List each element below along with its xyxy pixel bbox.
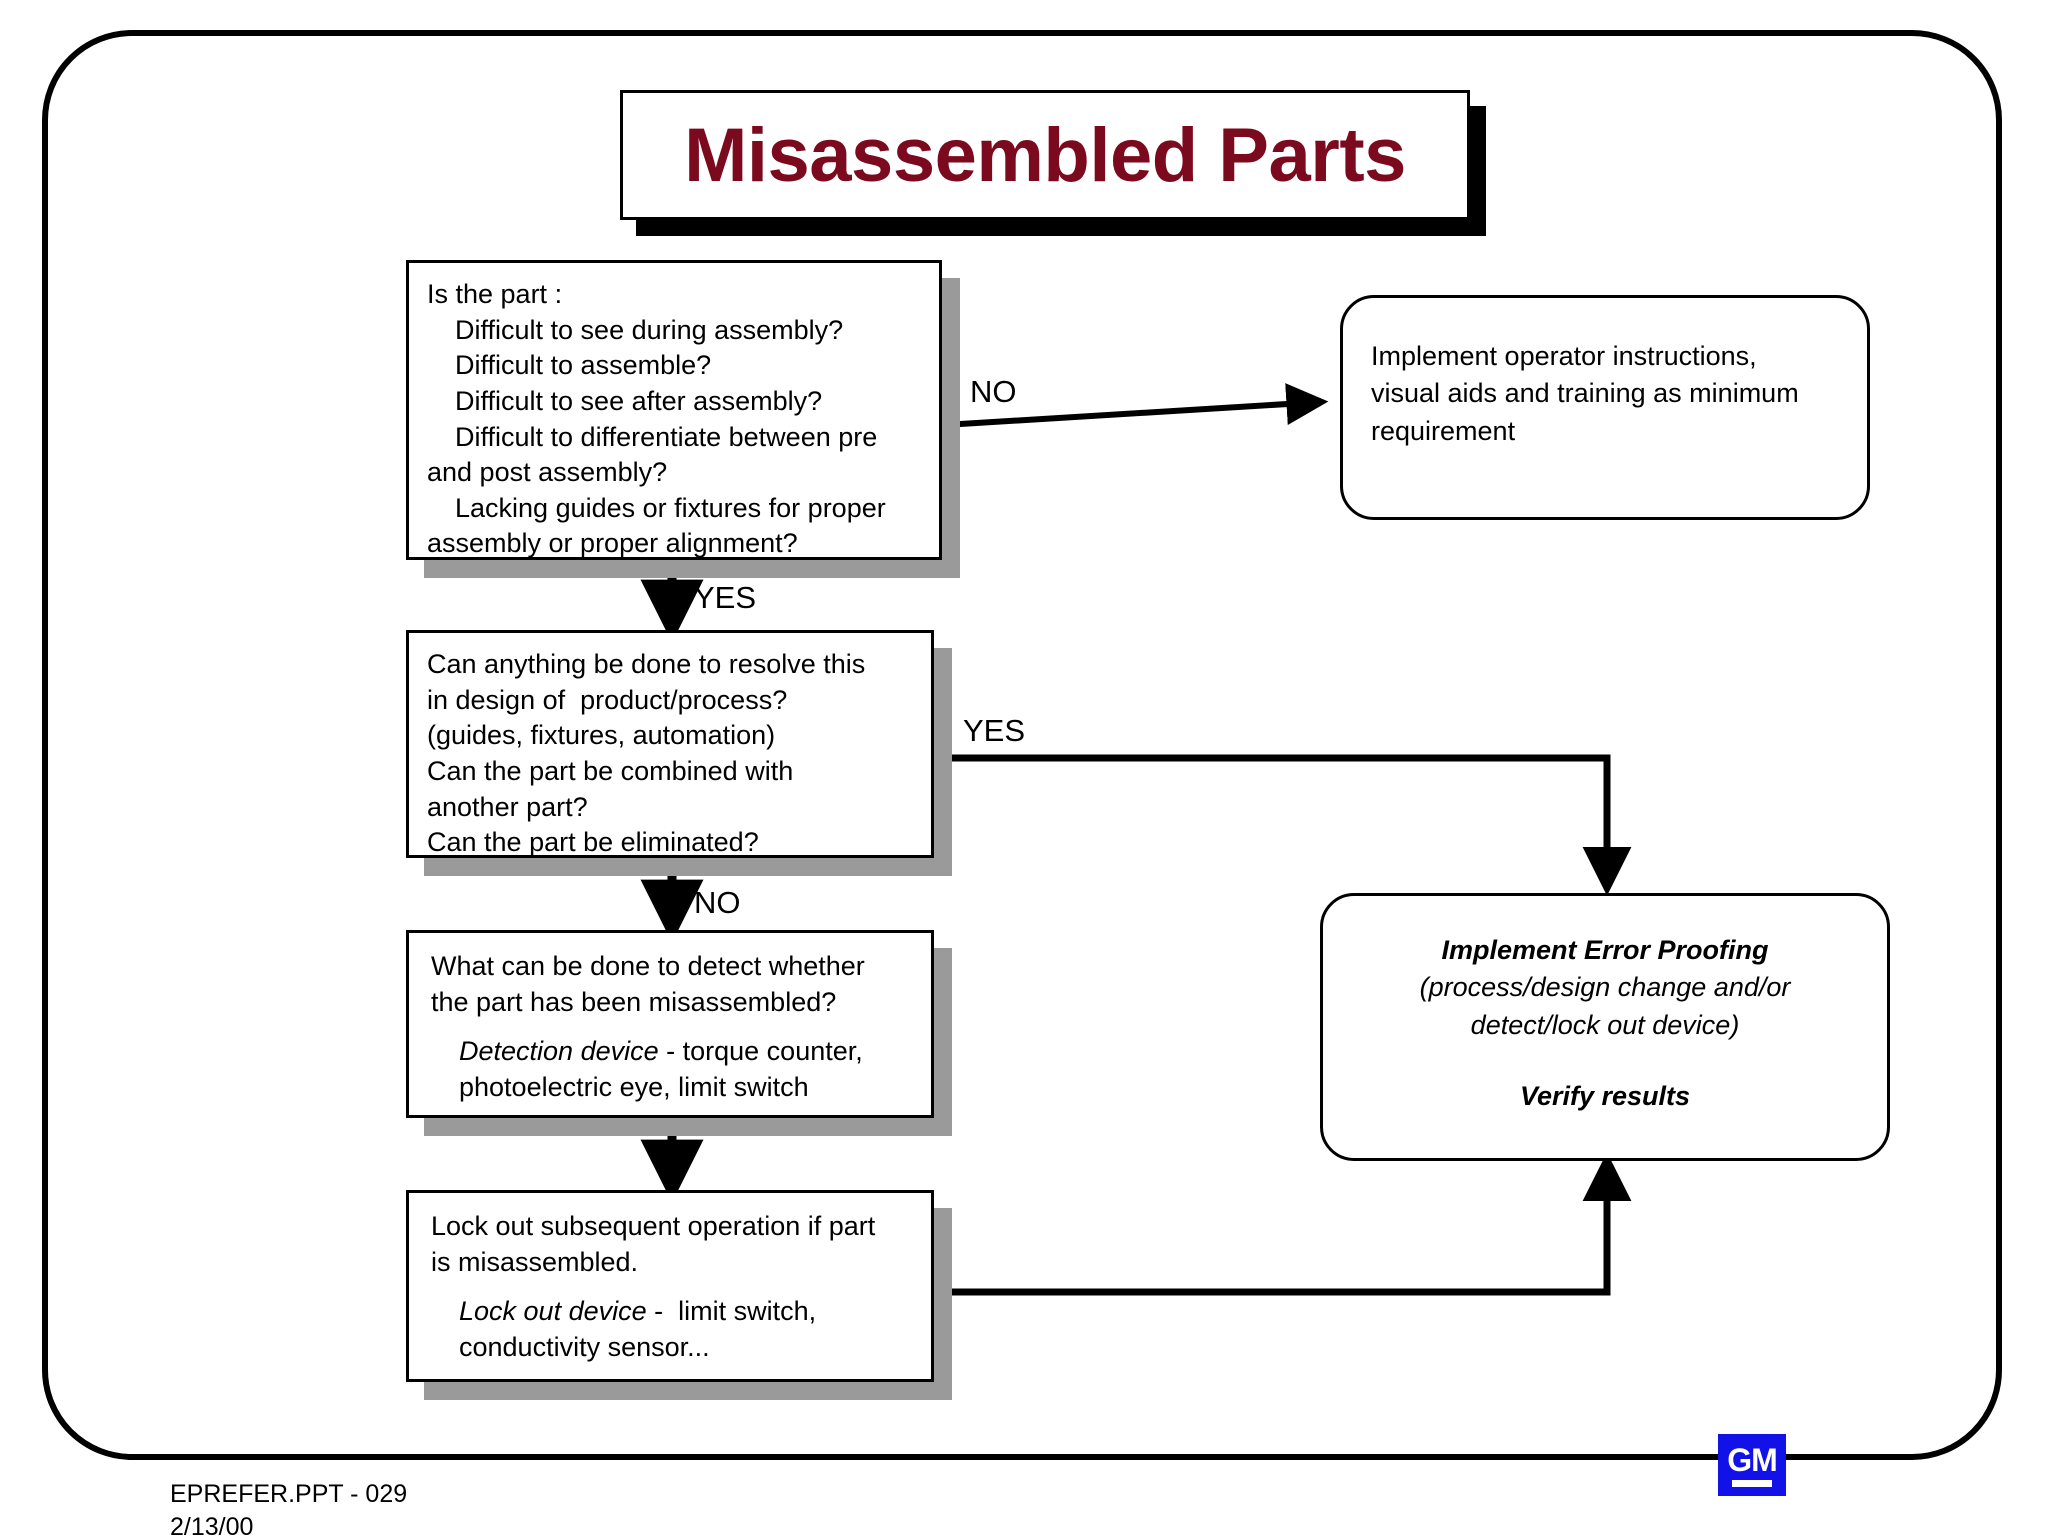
question3-line-1: What can be done to detect whether: [431, 951, 865, 981]
question3-detail-line-2: photoelectric eye, limit switch: [459, 1071, 809, 1102]
gm-logo: GM: [1718, 1434, 1786, 1496]
operator-instructions-outcome[interactable]: Implement operator instructions, visual …: [1340, 295, 1870, 520]
question3-detail-line-1: Detection device - torque counter,: [431, 1034, 909, 1070]
lockout-action[interactable]: Lock out subsequent operation if part is…: [406, 1190, 934, 1382]
footer-filename: EPREFER.PPT - 029: [170, 1480, 408, 1508]
question4-line-2: is misassembled.: [431, 1246, 639, 1277]
question4-detail-1: - limit switch,: [646, 1296, 817, 1327]
question4-line-1: Lock out subsequent operation if part: [431, 1211, 876, 1241]
operator-line-2: visual aids and training as minimum: [1371, 378, 1799, 409]
question4-detail-line-2: conductivity sensor...: [459, 1331, 710, 1362]
label-no-box2-box3: NO: [694, 885, 741, 920]
question2-line-1: Can anything be done to resolve this: [427, 649, 866, 679]
gm-logo-underline: [1732, 1479, 1772, 1487]
lock-out-device-term: Lock out device: [459, 1296, 647, 1327]
question1-line-1: Is the part :: [427, 279, 563, 309]
error-proofing-sub-1: (process/design change and/or: [1419, 972, 1791, 1003]
question1-line-7: Lacking guides or fixtures for proper: [455, 492, 886, 523]
question1-line-5: Difficult to differentiate between pre: [455, 421, 878, 452]
label-yes-right: YES: [963, 713, 1026, 748]
question1-line-4: Difficult to see after assembly?: [455, 385, 823, 416]
question3-line-2: the part has been misassembled?: [431, 986, 837, 1017]
question2-line-3: (guides, fixtures, automation): [427, 720, 776, 751]
error-proofing-heading: Implement Error Proofing: [1441, 935, 1769, 965]
question2-line-4: Can the part be combined with: [427, 755, 794, 786]
error-proofing-outcome[interactable]: Implement Error Proofing (process/design…: [1320, 893, 1890, 1161]
question3-detail-1: - torque counter,: [658, 1036, 863, 1067]
verify-results-label: Verify results: [1519, 1080, 1691, 1111]
page-title: Misassembled Parts: [684, 112, 1406, 198]
design-resolution-question[interactable]: Can anything be done to resolve this in …: [406, 630, 934, 858]
question2-line-2: in design of product/process?: [427, 684, 788, 715]
operator-line-3: requirement: [1371, 415, 1516, 446]
gm-logo-text: GM: [1727, 1441, 1778, 1478]
label-yes-box1-box2: YES: [694, 580, 757, 615]
detection-device-term: Detection device: [459, 1036, 659, 1067]
question1-line-3: Difficult to assemble?: [455, 350, 712, 381]
question2-line-6: Can the part be eliminated?: [427, 827, 759, 858]
question2-line-5: another part?: [427, 791, 588, 822]
error-proofing-sub-2: detect/lock out device): [1470, 1009, 1740, 1040]
label-no-top: NO: [970, 374, 1017, 409]
part-difficulty-question[interactable]: Is the part : Difficult to see during as…: [406, 260, 942, 560]
footer-date: 2/13/00: [170, 1513, 254, 1536]
question4-detail-line-1: Lock out device - limit switch,: [431, 1294, 909, 1330]
detection-question[interactable]: What can be done to detect whether the p…: [406, 930, 934, 1118]
footer-text: EPREFER.PPT - 029 2/13/00: [170, 1478, 407, 1536]
slide-title-box: Misassembled Parts: [620, 90, 1470, 220]
question1-line-8: assembly or proper alignment?: [427, 528, 798, 559]
slide-border-frame: [42, 30, 2002, 1460]
operator-line-1: Implement operator instructions,: [1371, 341, 1757, 371]
question1-line-2: Difficult to see during assembly?: [455, 314, 844, 345]
question1-line-6: and post assembly?: [427, 457, 668, 488]
